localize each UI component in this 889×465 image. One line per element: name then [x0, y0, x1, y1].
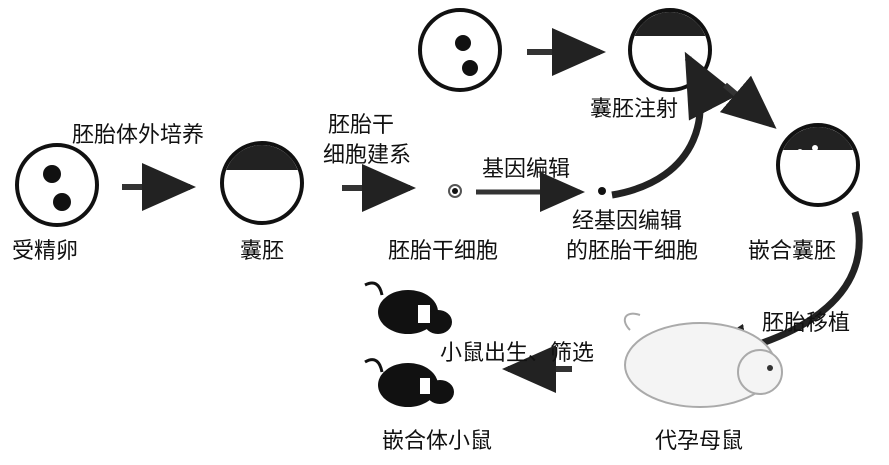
- edited-es-cell-icon: [598, 187, 606, 195]
- embryo-transfer-label: 胚胎移植: [762, 311, 850, 336]
- chimeric-blastocyst-icon: [776, 123, 860, 207]
- gene-editing-label: 基因编辑: [482, 157, 570, 182]
- surrogate-mouse-label: 代孕母鼠: [655, 429, 743, 454]
- arrow-injection: [611, 51, 739, 199]
- edited-es-label-2: 的胚胎干细胞: [566, 239, 698, 264]
- white-mouse-icon: [623, 312, 783, 408]
- chimeric-mouse-label: 嵌合体小鼠: [382, 429, 492, 454]
- es-cell-icon: [448, 184, 462, 198]
- black-mouse-icon: [364, 358, 454, 407]
- black-mouse-icon: [364, 281, 452, 334]
- in-vitro-culture-label: 胚胎体外培养: [72, 123, 204, 148]
- es-line-label-2: 细胞建系: [323, 143, 411, 168]
- blastocyst-icon: [220, 141, 304, 225]
- birth-screening-label: 小鼠出生、筛选: [440, 341, 594, 366]
- blastocyst-label: 囊胚: [240, 239, 284, 264]
- fertilized-egg-label: 受精卵: [12, 239, 78, 264]
- arrow-to-chimeric: [719, 75, 777, 129]
- fertilized-egg-icon: [15, 143, 99, 227]
- edited-es-label-1: 经基因编辑: [572, 209, 682, 234]
- blastocyst-injection-label: 囊胚注射: [590, 97, 678, 122]
- es-line-label-1: 胚胎干: [328, 113, 394, 138]
- chimeric-blastocyst-label: 嵌合囊胚: [748, 239, 836, 264]
- es-cell-label: 胚胎干细胞: [388, 239, 498, 264]
- injected-blastocyst-icon: [628, 8, 712, 92]
- two-cell-embryo-icon: [418, 8, 502, 92]
